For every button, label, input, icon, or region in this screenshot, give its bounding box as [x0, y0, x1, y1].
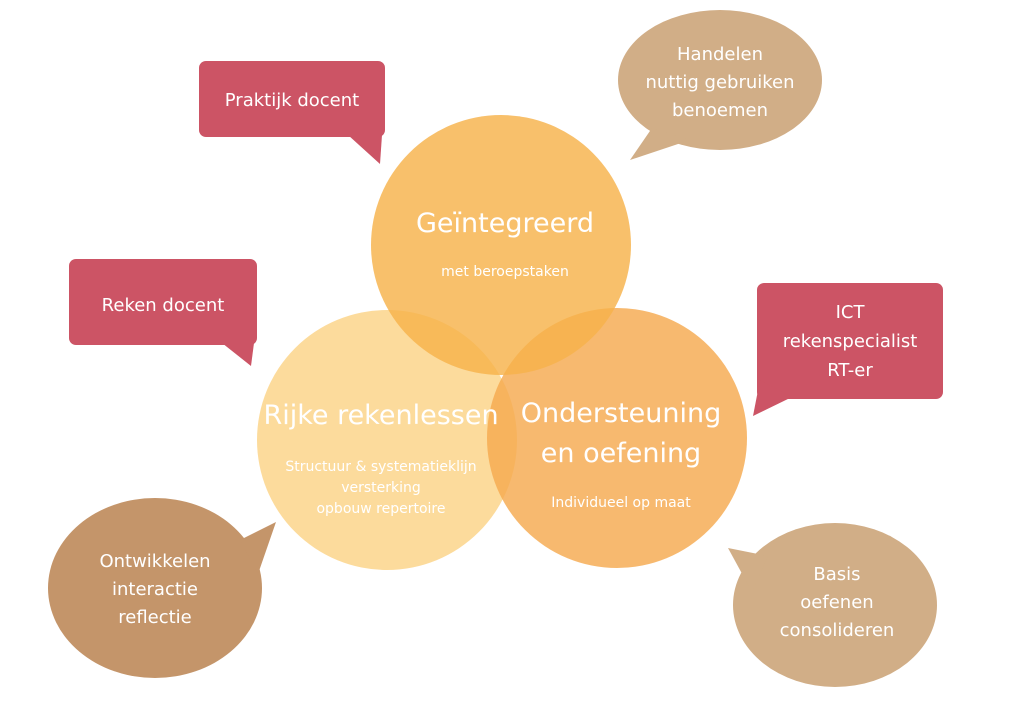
circle-geintegreerd-subtitle: met beroepstaken — [441, 264, 569, 280]
bubble-ict: ICT rekenspecialist RT-er — [753, 283, 943, 416]
circle-rijke-title: Rijke rekenlessen — [263, 400, 498, 431]
bubble-praktijk-label: Praktijk docent — [225, 90, 359, 111]
circle-ondersteuning-subtitle: Individueel op maat — [551, 495, 691, 511]
bubble-basis-line-2: oefenen — [800, 592, 873, 613]
bubble-reken-docent: Reken docent — [69, 259, 257, 366]
bubble-ontwikkelen-line-3: reflectie — [118, 607, 192, 628]
bubble-basis-body — [733, 523, 937, 687]
bubble-ict-tail — [753, 380, 792, 416]
bubble-ontwikkelen-tail — [240, 522, 276, 574]
bubble-reken-tail — [222, 343, 254, 366]
bubble-praktijk-tail — [348, 135, 382, 164]
circle-ondersteuning — [487, 308, 747, 568]
circle-geintegreerd-text: Geïntegreerd met beroepstaken — [416, 208, 594, 280]
circle-rijke-rekenlessen — [257, 310, 517, 570]
bubble-praktijk-body — [199, 61, 385, 137]
circle-geintegreerd-title: Geïntegreerd — [416, 208, 594, 239]
bubble-handelen-body — [618, 10, 822, 150]
bubble-basis-tail — [728, 548, 768, 592]
bubble-reken-label: Reken docent — [102, 295, 225, 316]
bubble-ict-body — [757, 283, 943, 399]
bubble-ontwikkelen: Ontwikkelen interactie reflectie — [48, 498, 276, 678]
bubble-handelen-line-1: Handelen — [677, 44, 763, 65]
circle-ondersteuning-title-line-2: en oefening — [541, 438, 701, 469]
circle-ondersteuning-title-line-1: Ondersteuning — [521, 398, 721, 429]
circle-rijke-line-1: Structuur & systematieklijn — [285, 459, 476, 475]
bubble-ict-line-1: ICT — [836, 302, 866, 323]
bubble-basis-line-3: consolideren — [780, 620, 895, 641]
bubble-basis: Basis oefenen consolideren — [728, 523, 937, 687]
venn-circles — [257, 115, 747, 570]
circle-rijke-text: Rijke rekenlessen Structuur & systematie… — [263, 400, 498, 517]
bubble-reken-body — [69, 259, 257, 345]
bubble-ontwikkelen-line-2: interactie — [112, 579, 198, 600]
circle-rijke-line-3: opbouw repertoire — [316, 501, 445, 517]
bubble-ict-line-3: RT-er — [827, 360, 873, 381]
bubble-handelen-line-2: nuttig gebruiken — [645, 72, 794, 93]
bubble-ontwikkelen-line-1: Ontwikkelen — [99, 551, 210, 572]
circle-rijke-line-2: versterking — [341, 480, 421, 496]
bubble-handelen-tail — [630, 128, 690, 160]
bubble-ict-line-2: rekenspecialist — [783, 331, 918, 352]
bubble-ontwikkelen-body — [48, 498, 262, 678]
circle-ondersteuning-text: Ondersteuning en oefening Individueel op… — [521, 398, 721, 511]
bubble-handelen: Handelen nuttig gebruiken benoemen — [618, 10, 822, 160]
bubble-praktijk-docent: Praktijk docent — [199, 61, 385, 164]
bubble-handelen-line-3: benoemen — [672, 100, 768, 121]
bubble-basis-line-1: Basis — [813, 564, 860, 585]
circle-geintegreerd — [371, 115, 631, 375]
